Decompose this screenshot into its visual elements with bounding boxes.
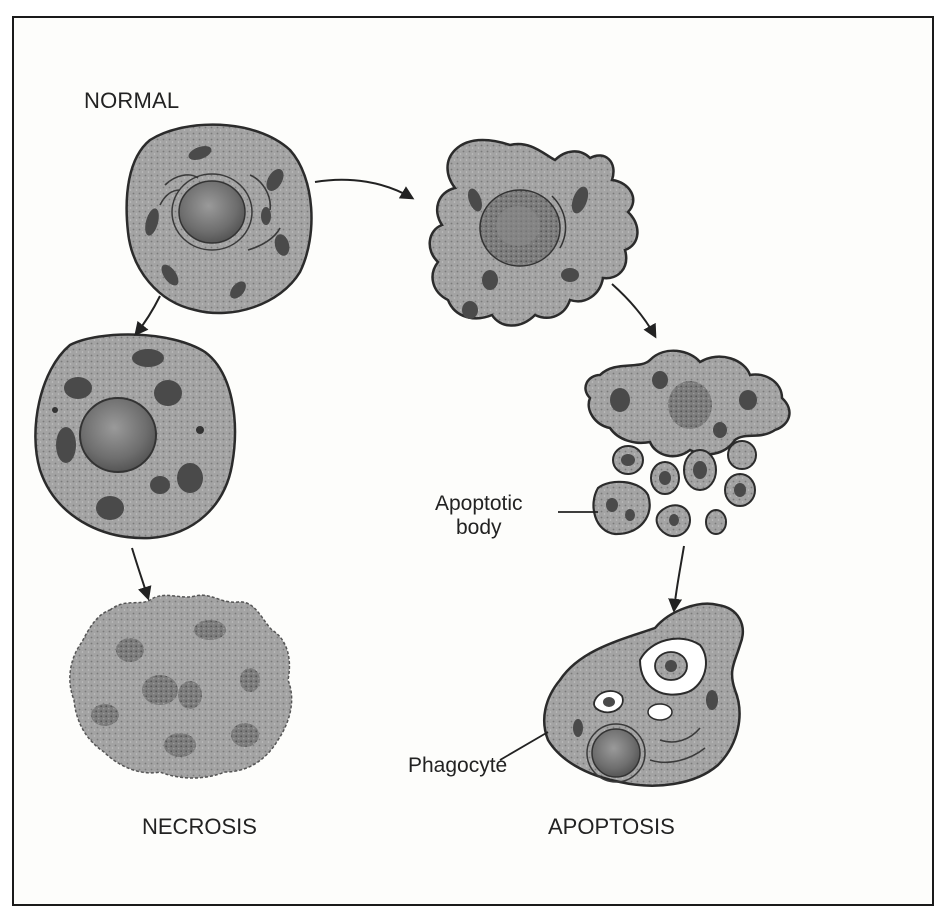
apoptotic-body-label: Apoptotic body xyxy=(435,492,523,540)
phagocyte-cell xyxy=(544,604,743,786)
fragmenting-cell xyxy=(585,351,789,536)
arrow-fragment-to-phagocyte xyxy=(674,546,684,610)
swollen-cell xyxy=(35,335,235,539)
arrow-normal-to-apoptosis xyxy=(315,180,412,198)
arrow-shrink-to-fragment xyxy=(612,284,655,336)
apoptosis-label: APOPTOSIS xyxy=(548,814,675,840)
shrinking-cell xyxy=(430,140,638,326)
normal-label: NORMAL xyxy=(84,88,179,114)
apoptotic-body-label-line1: Apoptotic xyxy=(435,492,523,516)
necrosis-label: NECROSIS xyxy=(142,814,257,840)
necrotic-cell xyxy=(70,595,292,778)
apoptotic-body-label-line2: body xyxy=(435,516,523,540)
normal-cell xyxy=(127,125,312,313)
phagocyte-label: Phagocyte xyxy=(408,754,507,778)
arrow-normal-to-swollen xyxy=(136,296,160,334)
arrow-swollen-to-necrosis xyxy=(132,548,148,598)
